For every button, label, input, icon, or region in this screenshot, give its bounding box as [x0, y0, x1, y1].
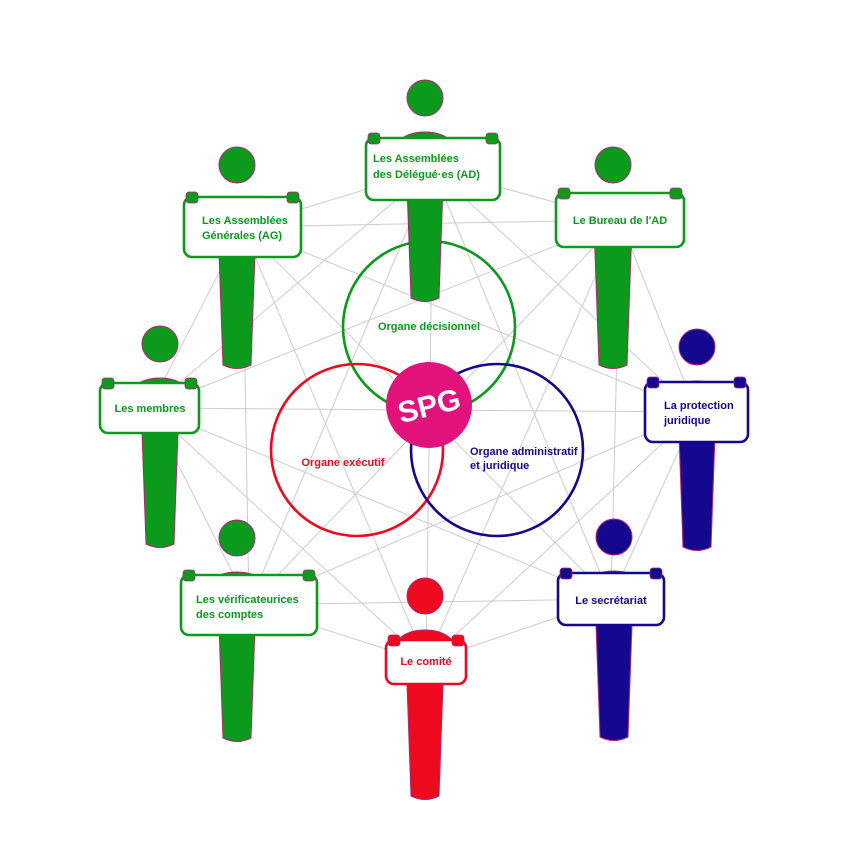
connector-line [425, 411, 697, 663]
connector-line [149, 219, 621, 409]
person-body-icon [405, 655, 445, 800]
person-body-icon [593, 224, 633, 369]
organ-circle-outline [269, 362, 445, 538]
hand-icon [185, 191, 199, 204]
center-badge: SPG [386, 362, 472, 448]
hand-icon [649, 567, 663, 580]
organ-circle-administratif [409, 362, 585, 538]
hand-icon [451, 634, 465, 647]
sign-box [98, 381, 201, 435]
person-membres: Les membres [98, 325, 201, 548]
person-secretariat: Le secrétariat [556, 518, 666, 741]
sign-box [643, 380, 750, 444]
hand-icon [182, 569, 196, 582]
person-head-icon [595, 518, 633, 556]
connector-line [248, 168, 434, 606]
person-head-icon [141, 325, 179, 363]
hand-icon [669, 187, 683, 200]
person-head-icon [218, 146, 256, 184]
person-bureau: Le Bureau de l'AD [554, 146, 686, 369]
connector-line [248, 411, 697, 606]
person-head-icon [678, 328, 716, 366]
organ-circle-outline [409, 362, 585, 538]
connector-line [425, 219, 621, 663]
person-body-icon [217, 224, 257, 369]
connector-line [619, 219, 697, 413]
connector-line [242, 226, 697, 413]
organ-label-decisionnel: Organe décisionnel [378, 321, 480, 333]
connector-line [432, 168, 612, 600]
hand-icon [302, 569, 316, 582]
sign-box [384, 638, 468, 686]
hand-icon [184, 377, 198, 390]
person-head-icon [406, 577, 444, 615]
hand-icon [646, 376, 660, 389]
hand-icon [101, 377, 115, 390]
person-head-icon [594, 146, 632, 184]
person-label: Le secrétariat [575, 595, 647, 607]
person-label: Le Bureau de l'AD [573, 215, 667, 227]
person-body-icon [594, 596, 634, 741]
sign-box [554, 191, 686, 249]
sign-box [179, 573, 319, 637]
hand-icon [286, 191, 300, 204]
person-body-icon [140, 403, 180, 548]
person-comite: Le comité [384, 577, 468, 800]
spg-badge [386, 362, 472, 448]
connector-line [149, 168, 434, 409]
hand-icon [557, 187, 571, 200]
hand-icon [367, 132, 381, 145]
connector-line [242, 226, 427, 663]
person-label: Les membres [115, 403, 186, 415]
sign-box [556, 571, 666, 627]
person-head-icon [218, 519, 256, 557]
connector-line [149, 407, 427, 663]
organ-circle-executif [269, 362, 445, 538]
sign-box [182, 195, 303, 259]
hand-icon [733, 376, 747, 389]
hand-icon [559, 567, 573, 580]
person-label: Le comité [400, 656, 451, 668]
person-head-icon [406, 79, 444, 117]
connector-line [149, 407, 612, 600]
organ-label-executif: Organe exécutif [301, 457, 384, 469]
sign-box [364, 136, 502, 202]
hand-icon [387, 634, 401, 647]
hand-icon [485, 132, 499, 145]
connector-line [432, 168, 697, 413]
